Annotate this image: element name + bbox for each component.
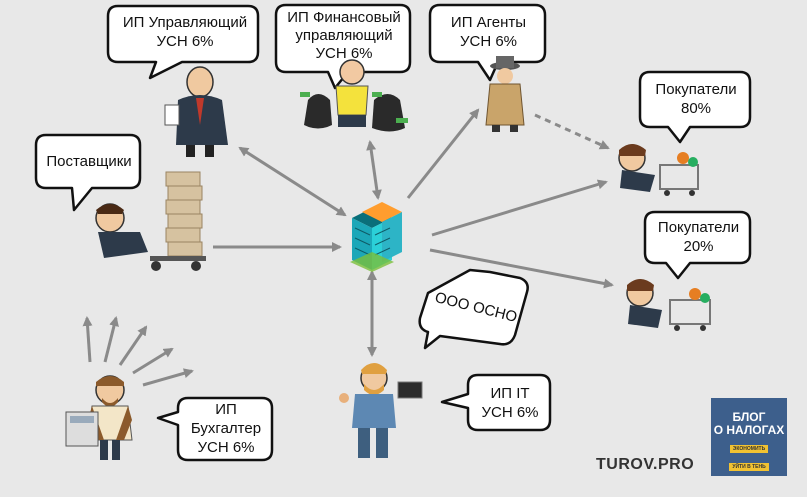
bubble-finance-text: ИП Финансовый управляющий УСН 6% [276,9,412,63]
bubble-buyers20 [643,210,752,280]
bubble-manager-line1: ИП Управляющий [122,14,248,31]
bubble-manager [106,4,260,80]
bubble-buyers80-line1: Покупатели [655,81,737,98]
buyer-20-illustration [626,279,711,331]
bubble-it [440,373,552,432]
bubble-buyers20-text: Покупатели 20% [646,218,751,256]
bubble-it-line2: УСН 6% [481,404,539,421]
it-illustration [339,363,423,458]
bubble-manager-line2: УСН 6% [156,33,214,50]
bubble-finance-line3: УСН 6% [315,45,373,62]
bubble-accountant [156,396,274,462]
brand-label[interactable]: TUROV.PRO [596,456,695,473]
logo-tag1: ЭКОНОМИТЬ [729,445,769,453]
buyer-80-illustration [618,144,699,196]
bubble-accountant-line1: ИП [215,401,237,418]
bubble-suppliers-text: Поставщики [37,152,141,171]
arrow-company-manager [238,146,347,217]
arrow-company-buyers20 [429,248,614,289]
bubble-accountant-line2: Бухгалтер [190,420,262,437]
company-building-icon [350,202,402,272]
bubble-finance-line2: управляющий [295,27,393,44]
agent-illustration [485,56,525,132]
bubble-accountant-text: ИП Бухгалтер УСН 6% [180,400,272,457]
bubble-buyers80 [638,70,752,144]
logo-tag2: УЙТИ В ТЕНЬ [729,463,769,471]
manager-illustration [164,66,228,157]
bubble-agents [428,3,547,82]
bubble-agents-line1: ИП Агенты [450,14,527,31]
bubble-it-text: ИП IT УСН 6% [470,384,550,422]
bubble-suppliers-line1: Поставщики [46,153,132,170]
bubble-agents-text: ИП Агенты УСН 6% [432,13,545,51]
arrow-company-finance [366,140,382,200]
bubble-manager-text: ИП Управляющий УСН 6% [110,13,260,51]
bubble-buyers20-line2: 20% [683,238,714,255]
arrow-company-buyers80 [431,179,608,237]
bubble-buyers20-line1: Покупатели [657,219,740,236]
supplier-illustration [95,171,206,271]
bubble-buyers80-line2: 80% [680,100,712,117]
bubble-buyers80-text: Покупатели 80% [641,80,751,118]
finance-illustration [300,59,408,132]
bubble-finance-line1: ИП Финансовый [287,9,401,26]
bubble-suppliers [34,133,142,212]
logo-line2: О НАЛОГАХ [713,423,785,437]
bubble-accountant-line3: УСН 6% [197,439,255,456]
accountant-illustration [65,375,133,460]
bubble-agents-line2: УСН 6% [459,33,518,50]
arrow-agents-buyers [534,113,610,150]
bubble-finance [274,3,412,90]
arrow-company-agents [406,108,480,199]
bubble-ooo [418,268,529,350]
logo-line1: БЛОГ [732,410,766,424]
bubble-it-line1: ИП IT [490,385,530,402]
blog-logo[interactable]: БЛОГ О НАЛОГАХ ЭКОНОМИТЬ УЙТИ В ТЕНЬ [711,398,787,476]
